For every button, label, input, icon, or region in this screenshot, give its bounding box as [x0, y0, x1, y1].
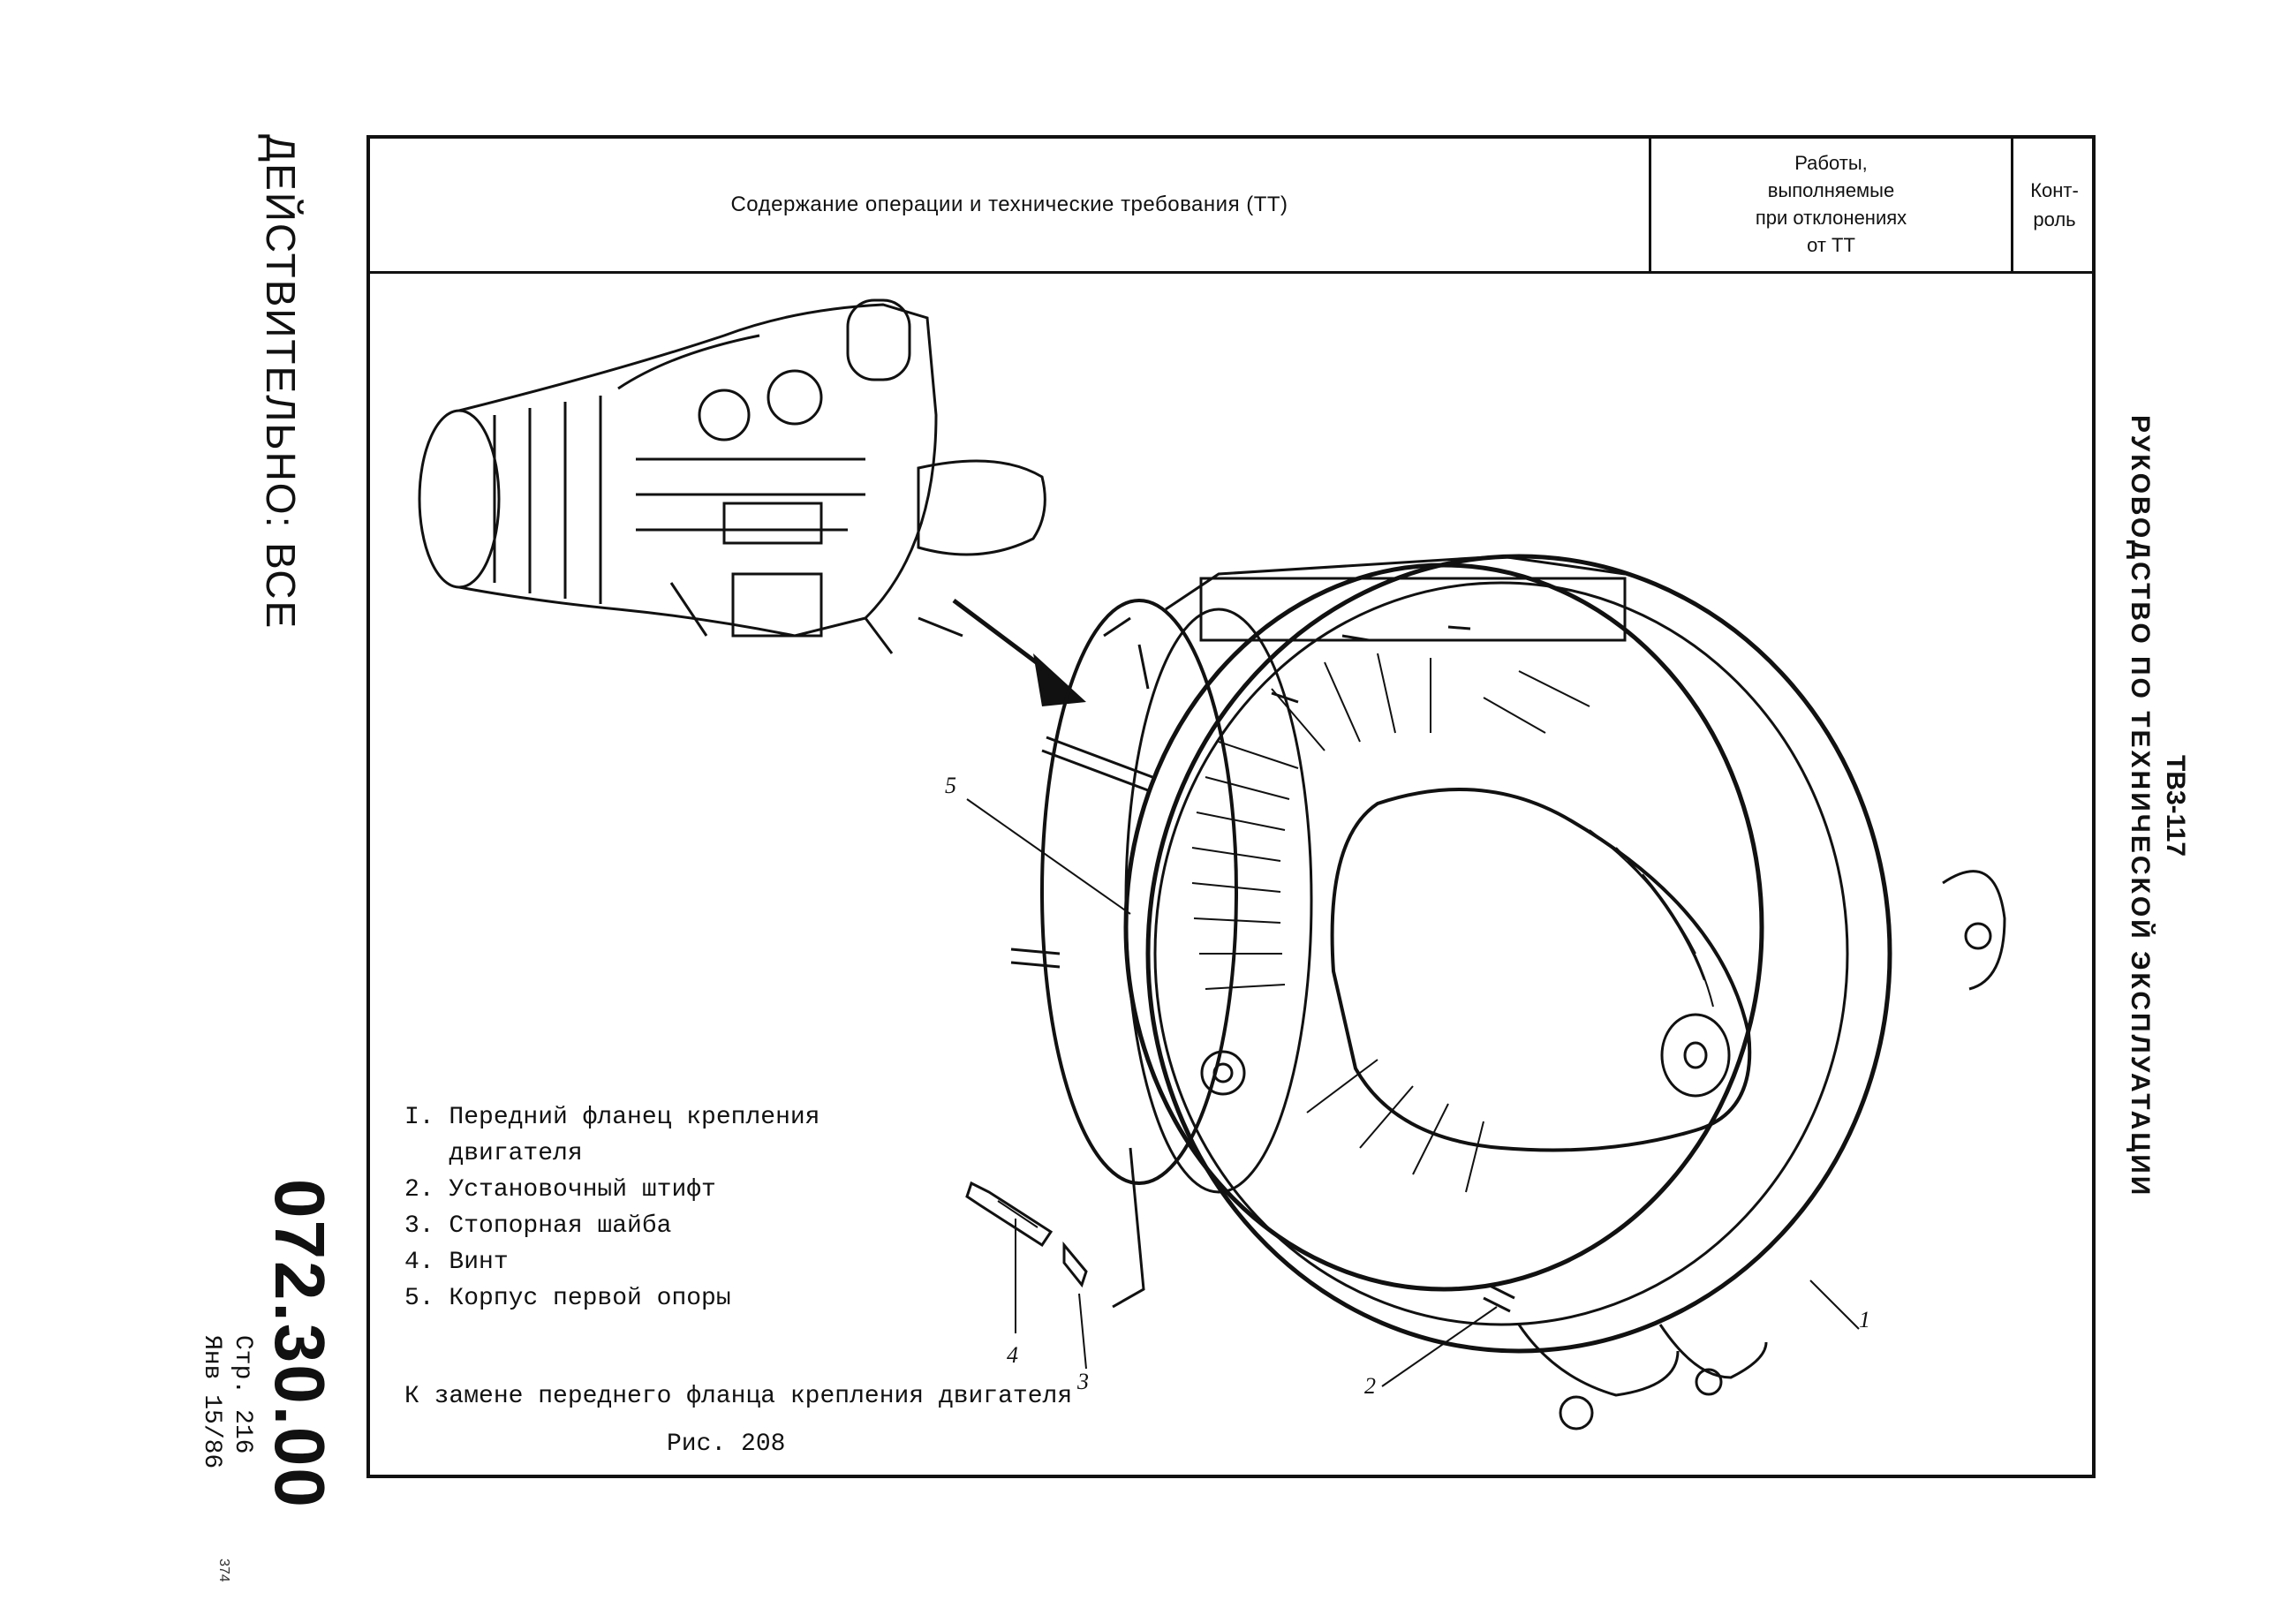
- header-deviation-line: Работы,: [1794, 152, 1868, 175]
- header-control-column: Конт- роль: [2013, 139, 2096, 274]
- callout-3: 3: [1077, 1369, 1089, 1394]
- legend-item: двигателя: [404, 1140, 583, 1167]
- header-control-line: Конт-: [2030, 179, 2079, 201]
- header-operation-column: Содержание операции и технические требов…: [370, 139, 1651, 274]
- header-deviation-line: при отклонениях: [1755, 207, 1907, 229]
- front-flange-rings: [1040, 554, 2006, 1431]
- page-frame: Содержание операции и технические требов…: [366, 135, 2096, 1478]
- legend-item: 4. Винт: [404, 1249, 509, 1276]
- bolt-and-washer: [965, 1147, 1145, 1309]
- figure-caption: К замене переднего фланца крепления двиг…: [404, 1383, 1073, 1410]
- engine-overview-drawing: [418, 298, 1086, 706]
- stator-vanes: [1191, 653, 1590, 1193]
- spinner-cone: [1330, 788, 1752, 1152]
- callout-4: 4: [1007, 1342, 1018, 1368]
- parts-legend: I. Передний фланец крепления двигателя 2…: [404, 1099, 819, 1317]
- header-deviation-column: Работы, выполняемые при отклонениях от Т…: [1651, 139, 2013, 274]
- legend-item: 5. Корпус первой опоры: [404, 1285, 731, 1312]
- header-deviation-line: выполняемые: [1767, 179, 1895, 202]
- legend-item: 2. Установочный штифт: [404, 1176, 716, 1204]
- leader-lines: [966, 798, 1860, 1387]
- header-deviation-line: от ТТ: [1807, 233, 1855, 256]
- callout-5: 5: [945, 773, 956, 798]
- header-control-line: роль: [2033, 208, 2076, 230]
- callout-1: 1: [1859, 1307, 1870, 1332]
- callout-2: 2: [1364, 1373, 1376, 1399]
- locating-pins: [1010, 625, 1515, 1313]
- figure-number: Рис. 208: [667, 1431, 786, 1458]
- legend-item: 3. Стопорная шайба: [404, 1212, 672, 1240]
- legend-item: I. Передний фланец крепления: [404, 1104, 820, 1131]
